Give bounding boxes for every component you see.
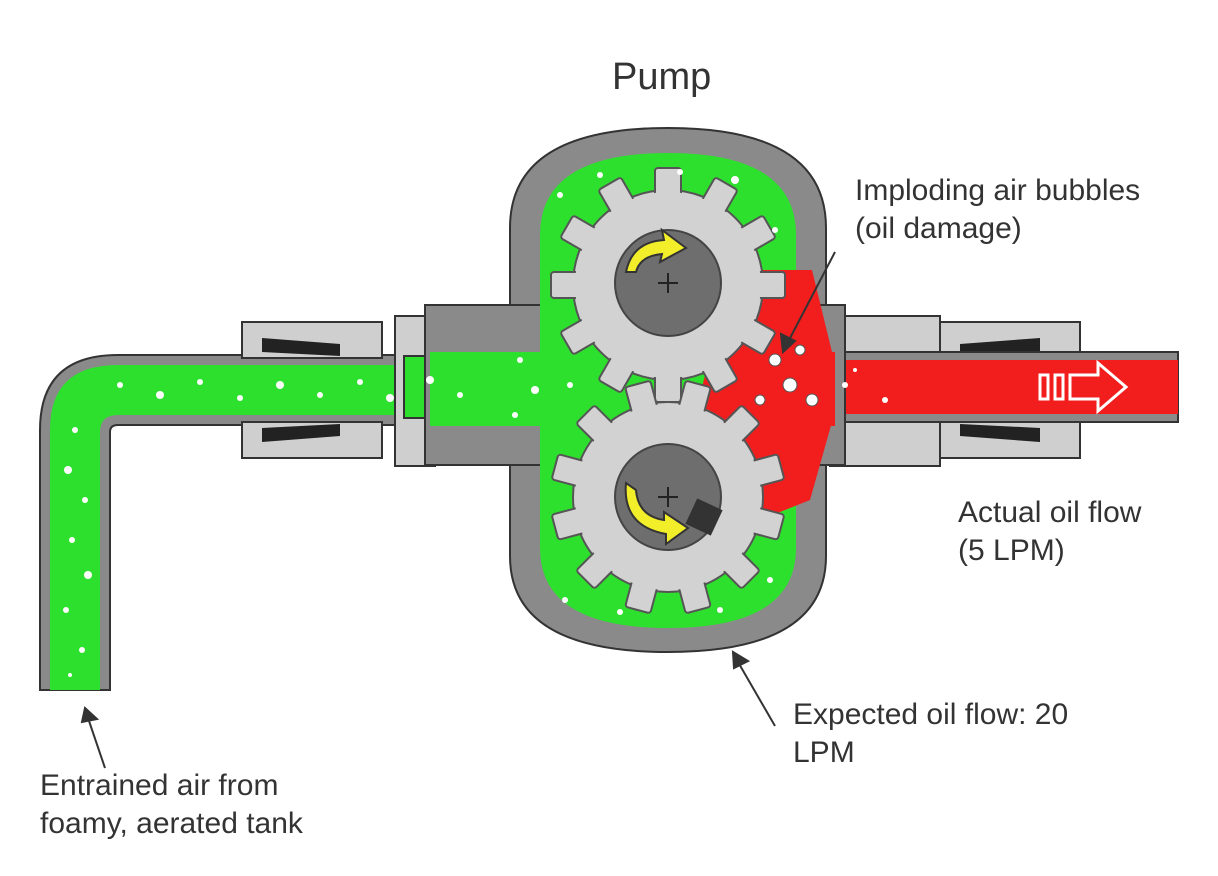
air-bubbles	[63, 169, 888, 677]
imploding-bubbles-line2: (oil damage)	[855, 212, 1022, 245]
entrained-air-line2: foamy, aerated tank	[40, 807, 303, 840]
flow-arrow-icon	[1038, 359, 1129, 415]
imploding-bubbles-line1: Imploding air bubbles	[855, 174, 1141, 207]
actual-flow-line2: (5 LPM)	[958, 534, 1065, 567]
pointer-arrow-expected	[731, 650, 776, 727]
inlet-pipe	[39, 354, 411, 691]
expected-flow-label: Expected oil flow: 20 LPM	[793, 696, 1068, 772]
pointer-arrow-bubbles	[779, 251, 836, 355]
expected-flow-line2: LPM	[793, 736, 855, 769]
rotation-arrow-icon	[624, 481, 690, 546]
entrained-air-line1: Entrained air from	[40, 769, 279, 802]
entrained-air-label: Entrained air from foamy, aerated tank	[40, 767, 303, 843]
outlet-pipe	[819, 351, 1179, 423]
actual-flow-label: Actual oil flow (5 LPM)	[958, 494, 1141, 570]
rotation-arrow-icon	[624, 227, 688, 273]
pointer-arrow-entrained	[80, 706, 106, 769]
actual-flow-line1: Actual oil flow	[958, 496, 1142, 529]
diagram-title: Pump	[612, 56, 712, 98]
bottom-gear	[551, 380, 785, 614]
expected-flow-line1: Expected oil flow: 20	[793, 698, 1069, 731]
top-gear	[550, 167, 786, 403]
imploding-bubbles-label: Imploding air bubbles (oil damage)	[855, 172, 1140, 248]
